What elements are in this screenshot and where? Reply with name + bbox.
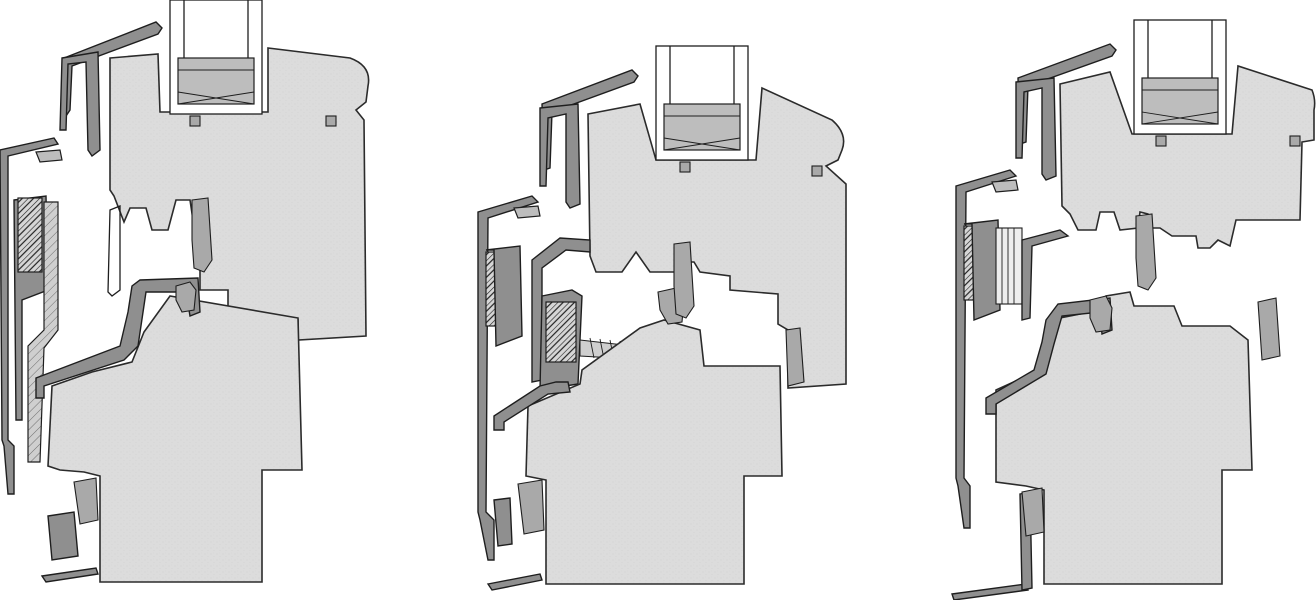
- section-middle: [477, 45, 847, 591]
- middle-alu-sash-nose: [531, 237, 591, 383]
- right-alu-vertical: [963, 219, 1001, 322]
- right-frame-timber: [995, 291, 1253, 585]
- left-frame-timber: [47, 295, 303, 583]
- middle-alu-outer-leg: [477, 195, 540, 561]
- middle-bead-block-2: [811, 165, 823, 177]
- middle-alu-bottom-hook: [486, 573, 543, 591]
- left-alu-bottom-clip: [47, 511, 79, 561]
- left-rebate-line: [107, 205, 121, 297]
- left-bead-block-2: [325, 115, 337, 127]
- left-alu-frame-upper: [59, 51, 101, 158]
- right-alu-bottom-hook: [951, 583, 1029, 600]
- right-alu-outer-leg: [955, 169, 1018, 529]
- right-vent-block: [995, 227, 1023, 305]
- section-right: [951, 19, 1316, 600]
- middle-insulation: [545, 301, 577, 363]
- right-alu-inner-frame: [1021, 229, 1070, 321]
- right-inner-seal: [1257, 297, 1281, 361]
- right-bottom-gasket: [1021, 487, 1045, 537]
- right-sash-timber: [1059, 64, 1316, 249]
- middle-inner-seal: [785, 327, 805, 387]
- middle-alu-vertical: [485, 245, 523, 348]
- middle-frame-timber: [525, 319, 783, 585]
- middle-bottom-gasket: [517, 479, 545, 535]
- right-bead-block: [1155, 135, 1167, 147]
- right-alu-clip: [991, 179, 1019, 193]
- middle-weather-seal: [673, 241, 695, 319]
- left-thermal-break: [17, 197, 43, 273]
- right-weather-seal: [1135, 213, 1157, 291]
- right-sash-gasket: [1089, 295, 1113, 333]
- right-alu-frame-upper: [1015, 77, 1057, 181]
- left-alu-clip: [35, 149, 63, 163]
- left-bead-block: [189, 115, 201, 127]
- middle-bead-block: [679, 161, 691, 173]
- left-glass-unit: [169, 0, 263, 115]
- left-sash-timber: [109, 47, 370, 341]
- section-left: [0, 0, 370, 583]
- middle-alu-clip: [513, 205, 541, 219]
- left-bottom-gasket: [73, 477, 99, 525]
- right-glass-unit: [1133, 19, 1227, 135]
- left-alu-outer-leg: [0, 137, 60, 495]
- middle-alu-bottom-clip: [493, 497, 513, 547]
- left-alu-bottom-hook: [40, 567, 99, 583]
- right-bead-block-2: [1289, 135, 1301, 147]
- middle-alu-frame-upper: [539, 103, 581, 209]
- left-weather-seal: [191, 197, 213, 273]
- middle-alu-drip: [493, 381, 571, 431]
- middle-glass-unit: [655, 45, 749, 161]
- left-sash-gasket: [175, 281, 197, 313]
